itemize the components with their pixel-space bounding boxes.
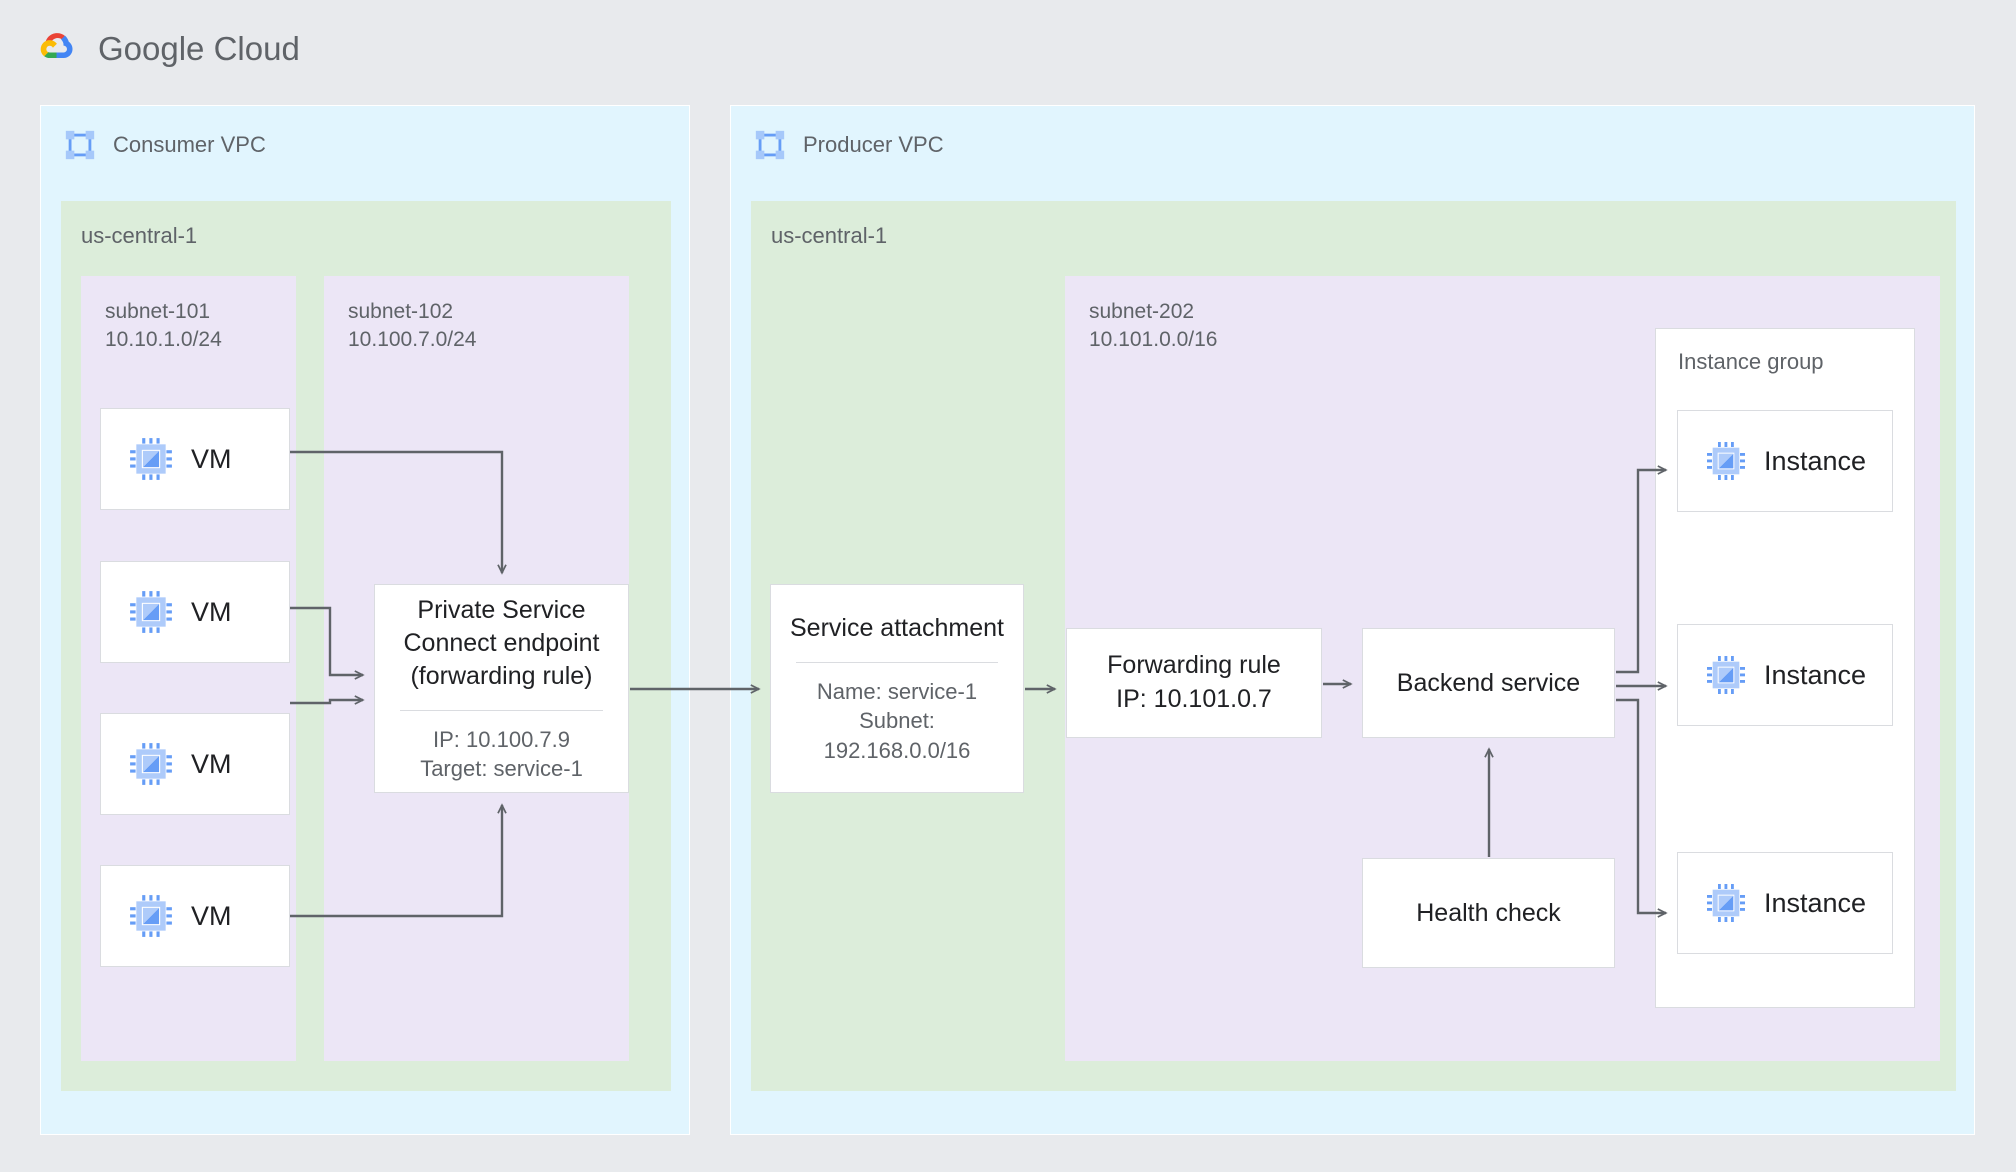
- consumer-vpc-header: Consumer VPC: [63, 128, 266, 162]
- psc-endpoint-title: Private Service Connect endpoint (forwar…: [403, 595, 600, 690]
- vm-box-3[interactable]: VM: [100, 713, 290, 815]
- instance-label: Instance: [1764, 887, 1867, 918]
- vpc-network-icon: [753, 128, 787, 162]
- service-attachment-title: Service attachment: [790, 613, 1004, 642]
- brand-google: Google: [98, 30, 205, 67]
- psc-endpoint-card[interactable]: Private Service Connect endpoint (forwar…: [374, 584, 629, 793]
- subnet-202-title: subnet-202 10.101.0.0/16: [1089, 300, 1218, 351]
- compute-instance-icon: [1706, 883, 1746, 923]
- producer-vpc-header: Producer VPC: [753, 128, 944, 162]
- instance-label: Instance: [1764, 659, 1867, 690]
- brand-cloud: Cloud: [213, 30, 300, 67]
- subnet-102-title: subnet-102 10.100.7.0/24: [348, 300, 477, 351]
- compute-instance-icon: [1706, 441, 1746, 481]
- psc-endpoint-details: IP: 10.100.7.9 Target: service-1: [420, 726, 583, 781]
- compute-instance-icon: [129, 894, 173, 938]
- service-attachment-details: Name: service-1 Subnet: 192.168.0.0/16: [816, 678, 978, 763]
- brand-wordmark: Google Cloud: [98, 30, 300, 68]
- backend-service-card[interactable]: Backend service: [1362, 628, 1615, 738]
- vpc-network-icon: [63, 128, 97, 162]
- compute-instance-icon: [129, 437, 173, 481]
- vm-label: VM: [191, 443, 232, 474]
- service-attachment-divider: [796, 661, 998, 663]
- producer-region-title: us-central-1: [771, 223, 888, 248]
- forwarding-rule-label: Forwarding rule IP: 10.101.0.7: [1107, 651, 1281, 713]
- consumer-region-title: us-central-1: [81, 223, 198, 248]
- vm-box-1[interactable]: VM: [100, 408, 290, 510]
- compute-instance-icon: [129, 742, 173, 786]
- google-cloud-logo-icon: [34, 26, 80, 72]
- vm-label: VM: [191, 748, 232, 779]
- vm-label: VM: [191, 900, 232, 931]
- backend-service-label: Backend service: [1396, 668, 1581, 697]
- instance-box-2[interactable]: Instance: [1677, 624, 1893, 726]
- instance-label: Instance: [1764, 445, 1867, 476]
- instance-group-title: Instance group: [1678, 349, 1824, 374]
- psc-endpoint-divider: [400, 709, 603, 711]
- health-check-label: Health check: [1416, 898, 1561, 927]
- health-check-card[interactable]: Health check: [1362, 858, 1615, 968]
- service-attachment-card[interactable]: Service attachment Name: service-1 Subne…: [770, 584, 1024, 793]
- consumer-vpc-title: Consumer VPC: [113, 132, 266, 157]
- subnet-101-title: subnet-101 10.10.1.0/24: [105, 300, 222, 351]
- vm-label: VM: [191, 596, 232, 627]
- forwarding-rule-card[interactable]: Forwarding rule IP: 10.101.0.7: [1066, 628, 1322, 738]
- vm-box-2[interactable]: VM: [100, 561, 290, 663]
- compute-instance-icon: [1706, 655, 1746, 695]
- instance-box-3[interactable]: Instance: [1677, 852, 1893, 954]
- compute-instance-icon: [129, 590, 173, 634]
- vm-box-4[interactable]: VM: [100, 865, 290, 967]
- instance-box-1[interactable]: Instance: [1677, 410, 1893, 512]
- producer-vpc-title: Producer VPC: [803, 132, 944, 157]
- brand-header: Google Cloud: [34, 26, 300, 72]
